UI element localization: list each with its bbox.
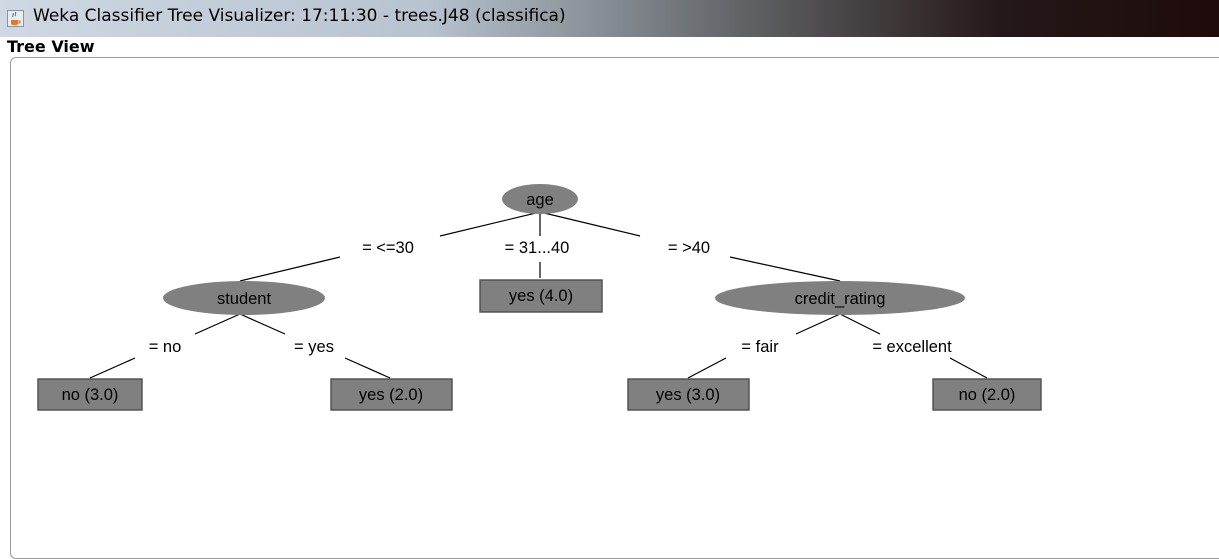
node-label-age: age (526, 191, 554, 209)
window-titlebar[interactable]: Weka Classifier Tree Visualizer: 17:11:3… (0, 0, 1219, 37)
edge-credit-fair-a (795, 313, 841, 335)
tree-leaf-student-no[interactable]: no (3.0) (37, 378, 143, 411)
edge-age-le30-b (239, 256, 341, 282)
node-label-credit-rating: credit_rating (795, 290, 886, 308)
branch-label-student-yes: = yes (294, 338, 334, 356)
branch-label-credit-excellent: = excellent (872, 338, 952, 356)
leaf-label-student-yes: yes (2.0) (359, 386, 423, 404)
edge-credit-fair-b (687, 357, 727, 379)
branch-label-age-31-40: = 31...40 (505, 239, 570, 257)
tree-diagram[interactable]: = <=30 = 31...40 = >40 = no = yes = fair… (0, 0, 1219, 518)
tree-node-credit-rating[interactable]: credit_rating (715, 281, 965, 315)
edge-age-gt40-b (729, 256, 841, 282)
branch-label-student-no: = no (149, 338, 182, 356)
node-label-student: student (217, 290, 272, 308)
leaf-label-student-no: no (3.0) (62, 386, 119, 404)
edge-age-le30-a (439, 211, 541, 237)
edge-student-yes-a (239, 313, 286, 335)
window-title: Weka Classifier Tree Visualizer: 17:11:3… (33, 6, 566, 26)
edge-credit-excellent-b (949, 357, 988, 379)
tree-node-student[interactable]: student (163, 281, 325, 315)
tree-leaf-credit-fair[interactable]: yes (3.0) (627, 378, 750, 411)
edge-student-yes-b (344, 357, 391, 379)
tree-node-age[interactable]: age (502, 184, 578, 214)
branch-label-age-gt40: = >40 (668, 239, 710, 257)
edge-credit-excellent-a (839, 313, 881, 335)
edge-age-gt40-a (539, 211, 641, 237)
tree-leaf-credit-excellent[interactable]: no (2.0) (932, 378, 1042, 411)
java-cup-icon (7, 10, 24, 27)
leaf-label-credit-fair: yes (3.0) (656, 386, 720, 404)
branch-label-credit-fair: = fair (741, 338, 779, 356)
tree-leaf-age-31-40[interactable]: yes (4.0) (479, 279, 603, 313)
tree-leaf-student-yes[interactable]: yes (2.0) (330, 378, 453, 411)
leaf-label-age-31-40: yes (4.0) (509, 287, 573, 305)
leaf-label-credit-excellent: no (2.0) (959, 386, 1016, 404)
edge-student-no-a (194, 313, 241, 335)
edge-student-no-b (89, 357, 136, 379)
tree-edges (89, 211, 988, 379)
branch-label-age-le30: = <=30 (362, 239, 414, 257)
tree-view-label: Tree View (7, 37, 95, 56)
